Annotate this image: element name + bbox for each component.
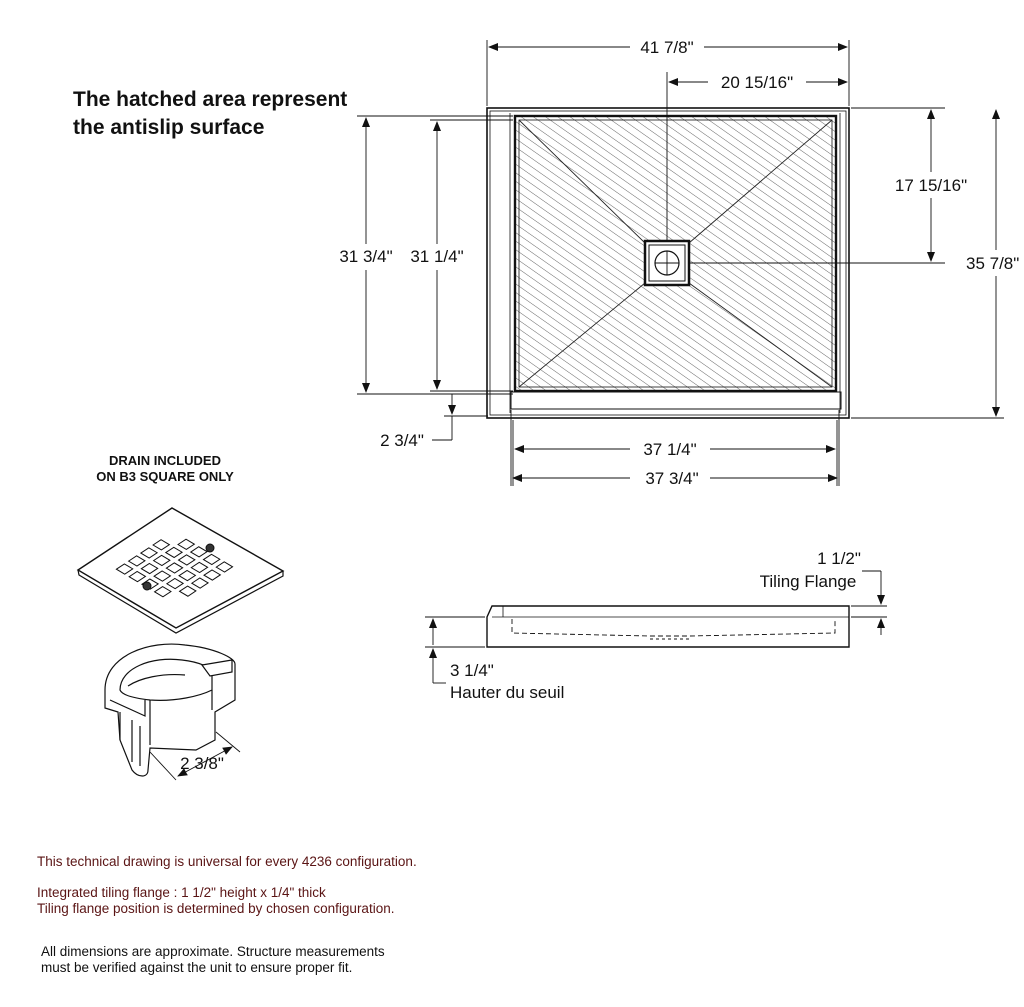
drain-body-illustration [104, 643, 241, 781]
antislip-heading: The hatched area represent the antislip … [73, 86, 347, 142]
grate-slot [189, 546, 209, 558]
grate-slot [165, 562, 184, 574]
note-approx-line-2: must be verified against the unit to ens… [41, 960, 353, 975]
grate-slot [139, 547, 159, 559]
shower-base-side-view [425, 570, 887, 684]
dim-inner-depth: 31 1/4" [410, 247, 463, 266]
grate-slot [190, 561, 209, 574]
note-flange-line-1: Integrated tiling flange : 1 1/2" height… [37, 885, 326, 900]
heading-line-1: The hatched area represent [73, 88, 348, 111]
dim-drain-from-right: 20 15/16" [721, 73, 793, 92]
grate-slot [178, 585, 197, 597]
grate-slot [152, 554, 171, 567]
grate-slot [164, 546, 184, 559]
grate-slot [178, 569, 197, 582]
note-universal: This technical drawing is universal for … [37, 854, 417, 869]
drain-top-view [643, 239, 691, 287]
dim-drain-from-top: 17 15/16" [895, 176, 967, 195]
dim-inner-width: 37 1/4" [643, 440, 696, 459]
grate-slot [165, 577, 185, 590]
grate-slot [177, 538, 196, 551]
dim-threshold-height: 3 1/4" [450, 661, 494, 680]
dim-overall-width: 41 7/8" [640, 38, 693, 57]
tiling-flange-label: Tiling Flange [760, 572, 857, 591]
dim-overall-depth: 35 7/8" [966, 254, 1019, 273]
grate-slot [127, 555, 146, 567]
heading-line-2: the antislip surface [73, 116, 265, 139]
drain-grate-illustration [76, 507, 285, 634]
threshold-label: Hauter du seuil [450, 683, 564, 702]
drain-included-label: DRAIN INCLUDED ON B3 SQUARE ONLY [70, 453, 260, 485]
side-view-labels: 1 1/2" Tiling Flange 3 1/4" Hauter du se… [450, 549, 861, 702]
note-flange-line-2: Tiling flange position is determined by … [37, 901, 395, 916]
grate-slot [203, 569, 222, 581]
grate-slot [115, 563, 134, 575]
grate-slot [215, 561, 234, 573]
dimension-lines [357, 40, 1004, 486]
grate-slot [140, 562, 159, 575]
grate-slot [190, 577, 210, 589]
grate-slot [152, 539, 171, 551]
dim-outer-width: 37 3/4" [645, 469, 698, 488]
grate-slot [128, 570, 147, 583]
dim-threshold-depth: 2 3/4" [380, 431, 424, 450]
grate-slot [177, 554, 196, 566]
note-approx-line-1: All dimensions are approximate. Structur… [41, 944, 385, 959]
dimension-labels: 41 7/8" 20 15/16" 17 15/16" 35 7/8" 31 3… [339, 38, 1019, 488]
grate-slot [202, 553, 221, 566]
dim-drain-body-size: 2 3/8" [180, 754, 224, 773]
drain-label-line-2: ON B3 SQUARE ONLY [96, 469, 234, 484]
grate-slot [153, 570, 172, 582]
grate-slot [153, 585, 172, 598]
drain-label-line-1: DRAIN INCLUDED [109, 453, 221, 468]
dim-tiling-flange-height: 1 1/2" [817, 549, 861, 568]
dim-outer-depth: 31 3/4" [339, 247, 392, 266]
